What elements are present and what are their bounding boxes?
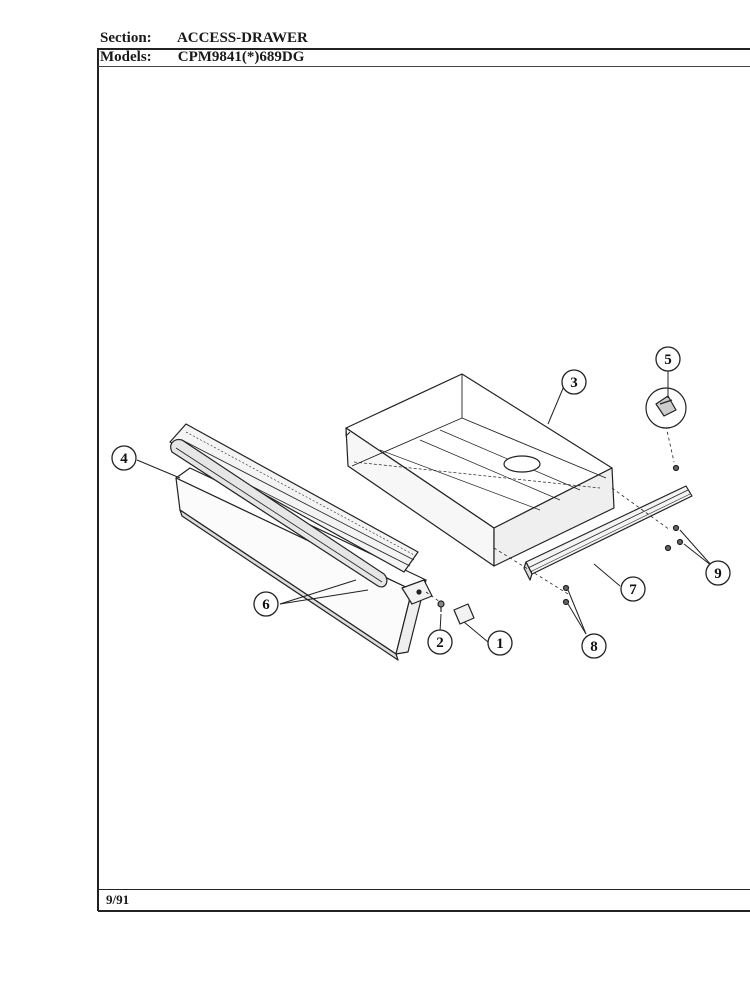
screw-part-2 bbox=[437, 600, 445, 612]
frame-bottom-rule bbox=[98, 910, 750, 912]
section-label: Section: bbox=[100, 30, 152, 46]
screws-part-8 bbox=[562, 584, 570, 606]
callout-label: 3 bbox=[570, 375, 578, 391]
models-label: Models: bbox=[100, 49, 152, 65]
clip-detail-bubble bbox=[645, 387, 687, 429]
callout-label: 5 bbox=[664, 352, 672, 368]
leader-lines bbox=[136, 360, 713, 643]
callout-label: 4 bbox=[120, 451, 128, 467]
callout-6: 6 bbox=[253, 591, 279, 617]
footer-date: 9/91 bbox=[106, 892, 130, 907]
models-header: Models: CPM9841(*)689DG bbox=[100, 49, 304, 66]
callout-label: 7 bbox=[629, 582, 637, 598]
callout-1: 1 bbox=[487, 630, 513, 656]
drawer-front-panel bbox=[169, 423, 433, 661]
models-value: CPM9841(*)689DG bbox=[177, 49, 305, 65]
frame-header-rule bbox=[98, 66, 750, 67]
callout-9: 9 bbox=[705, 560, 731, 586]
callout-7: 7 bbox=[620, 576, 646, 602]
callout-8: 8 bbox=[581, 633, 607, 659]
callout-label: 6 bbox=[262, 597, 270, 613]
assembly-lines bbox=[425, 425, 675, 603]
callout-2: 2 bbox=[427, 629, 453, 655]
section-value: ACCESS-DRAWER bbox=[176, 30, 308, 46]
callout-5: 5 bbox=[655, 346, 681, 372]
drawer-body bbox=[345, 373, 615, 567]
callout-4: 4 bbox=[111, 445, 137, 471]
callout-label: 1 bbox=[496, 636, 504, 652]
screws-part-9 bbox=[664, 464, 684, 552]
callout-label: 9 bbox=[714, 566, 722, 582]
section-header: Section: ACCESS-DRAWER bbox=[100, 30, 308, 47]
callout-3: 3 bbox=[561, 369, 587, 395]
frame-left-rule bbox=[97, 48, 99, 911]
frame-footer-rule bbox=[98, 889, 750, 890]
label-plate bbox=[453, 603, 475, 625]
callout-label: 2 bbox=[436, 635, 444, 651]
frame-top-rule bbox=[98, 48, 750, 50]
callout-label: 8 bbox=[590, 639, 598, 655]
